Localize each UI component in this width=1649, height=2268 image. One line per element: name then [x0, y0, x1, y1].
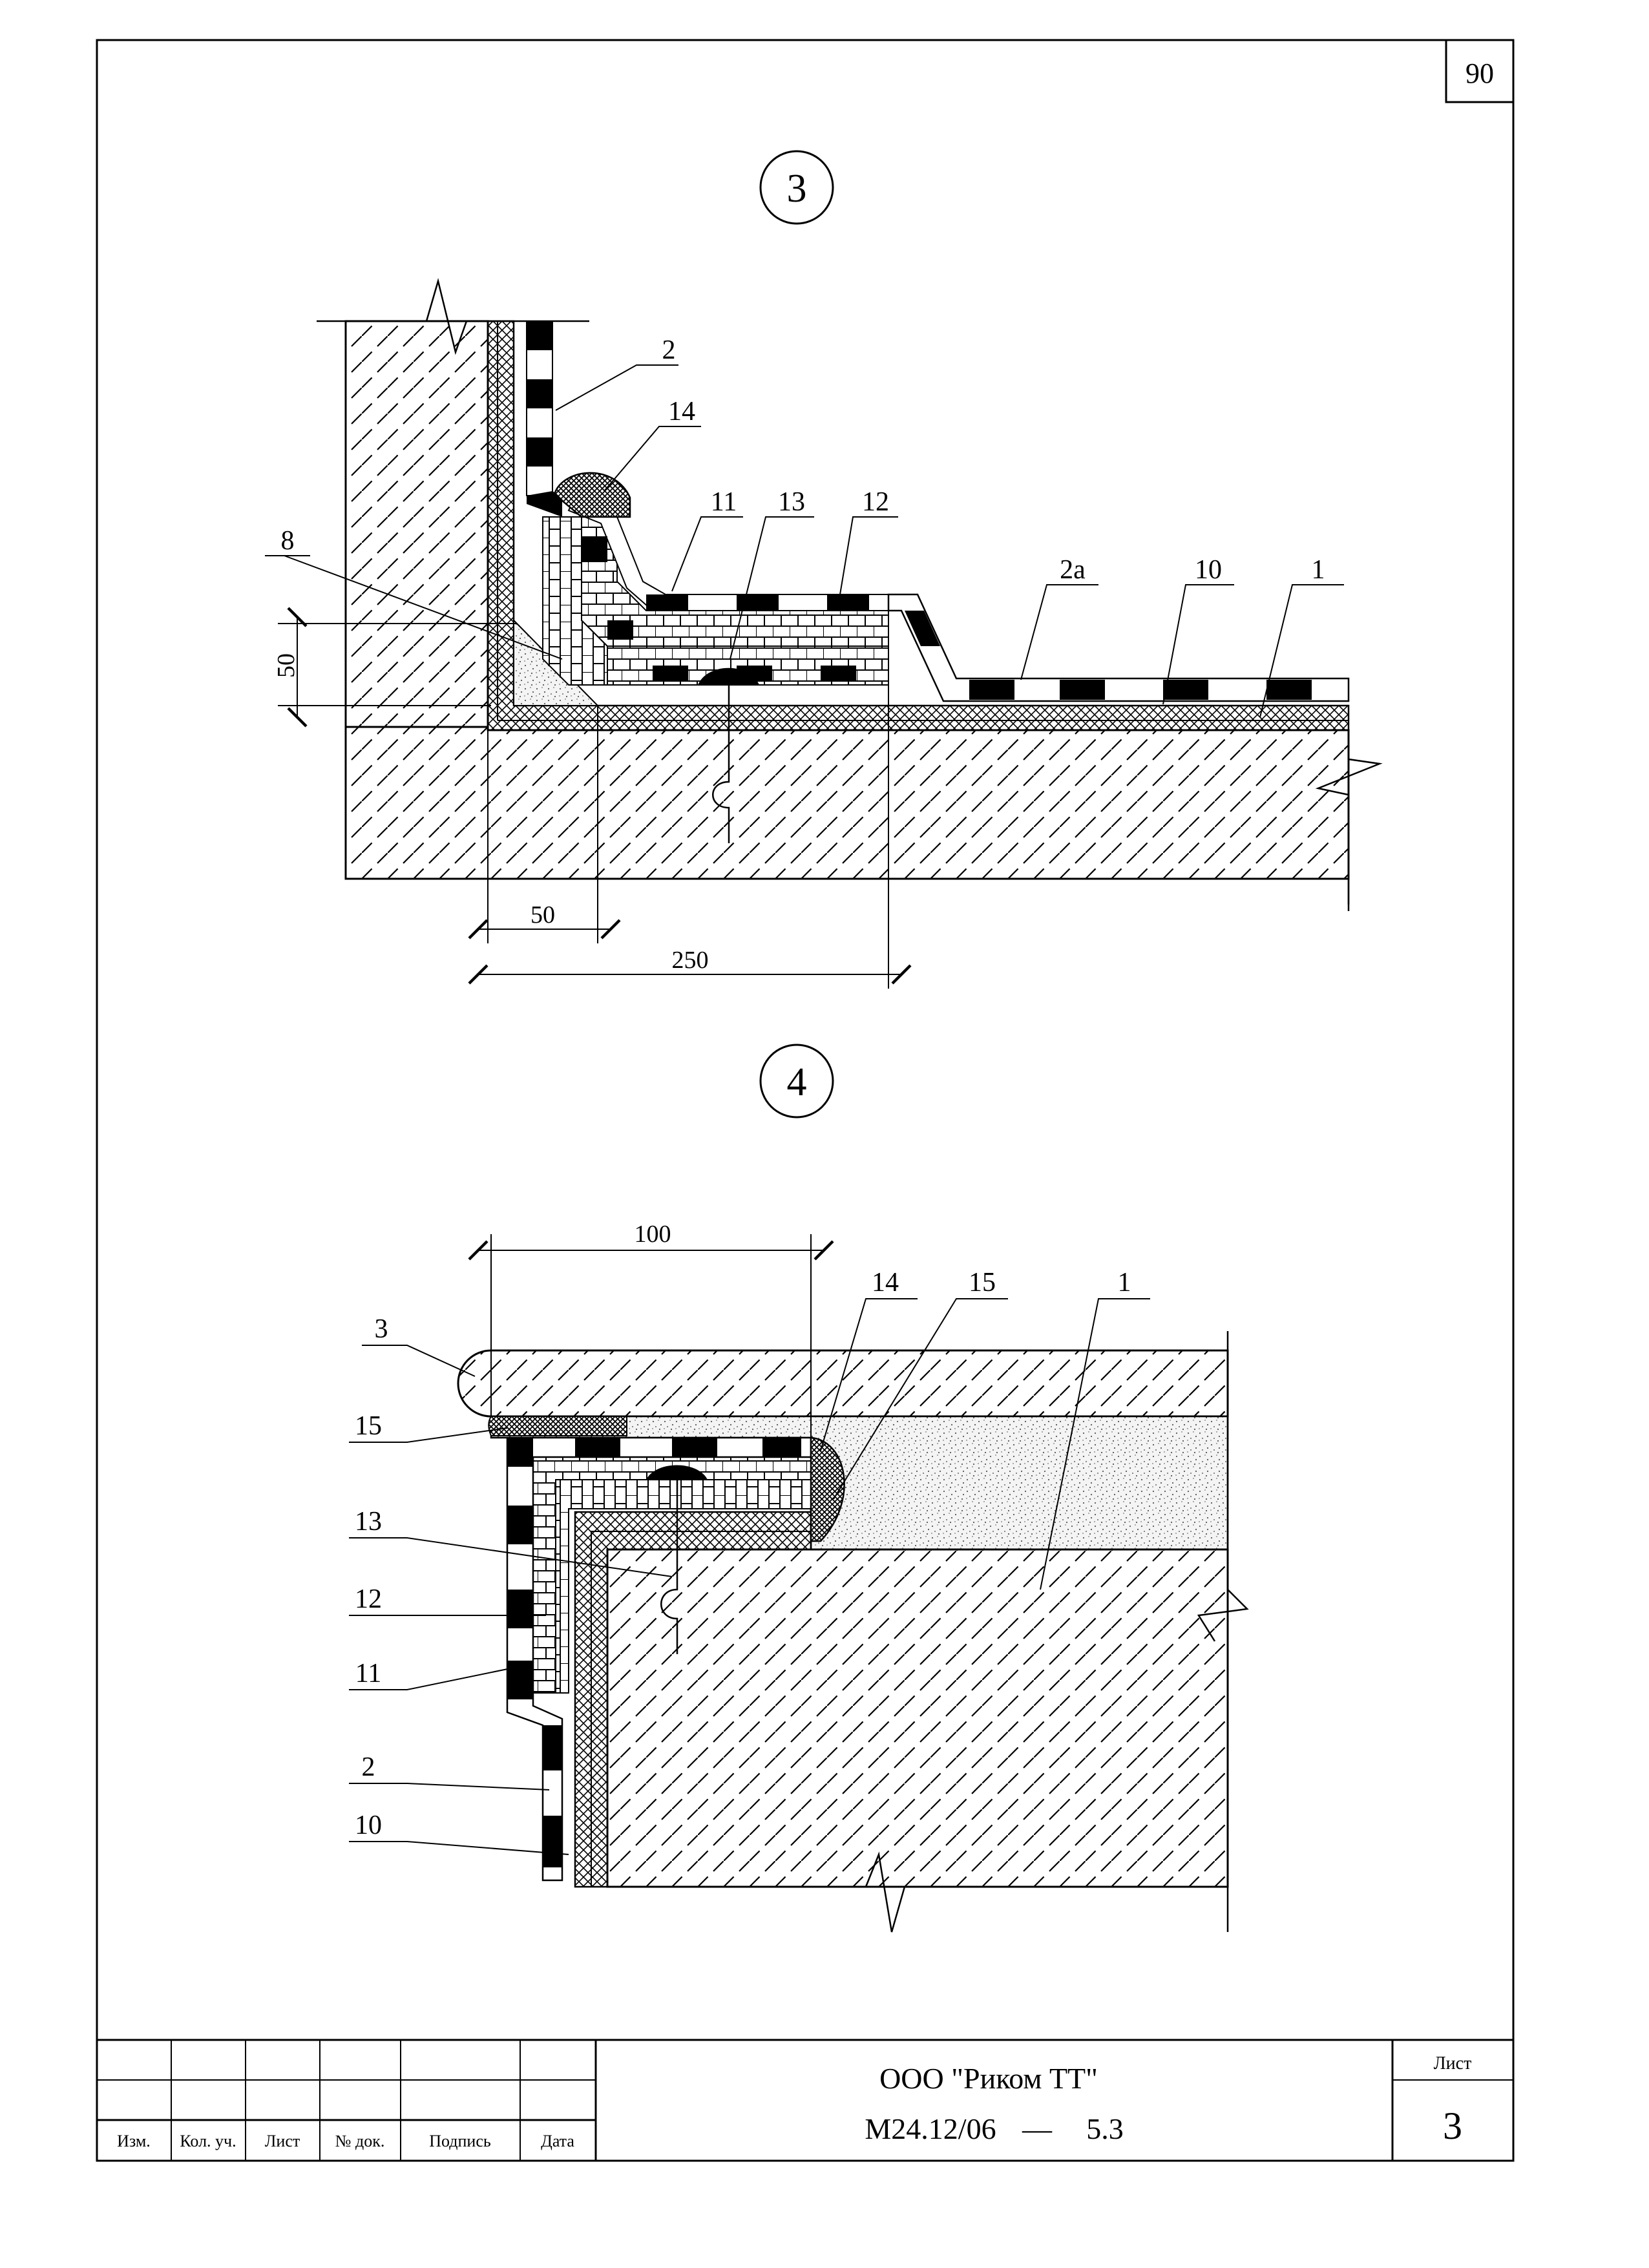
dimension-horizontal-250: 250 — [672, 947, 709, 974]
callout-10: 10 — [1195, 555, 1222, 585]
col-signature: Подпись — [429, 2132, 491, 2150]
callout-2: 2 — [662, 335, 676, 365]
callout-14: 14 — [668, 397, 695, 426]
callout-8: 8 — [281, 526, 295, 556]
coping-slab-3 — [457, 1349, 1229, 1418]
dimension-100: 100 — [635, 1221, 671, 1248]
membrane-2-bend — [527, 491, 562, 517]
callout-15-left: 15 — [355, 1411, 382, 1441]
callout-2-4: 2 — [362, 1752, 375, 1782]
document-code: М24.12/06 — [865, 2112, 996, 2145]
drawing-frame — [96, 39, 1515, 2162]
page-number-box: 90 — [1445, 39, 1515, 103]
concrete-wall — [344, 320, 489, 728]
detail-3-marker — [759, 150, 834, 225]
col-izm: Изм. — [117, 2132, 151, 2150]
callout-12-4: 12 — [355, 1584, 382, 1614]
dimension-vertical-50: 50 — [273, 653, 300, 678]
col-doc-no: № док. — [335, 2132, 385, 2150]
callout-1-4: 1 — [1118, 1268, 1131, 1297]
callout-13: 13 — [778, 487, 805, 517]
membrane-2-vertical — [526, 320, 553, 496]
detail-3-marker-label: 3 — [787, 167, 807, 211]
callout-12: 12 — [862, 487, 889, 517]
fastener-plate — [698, 667, 759, 685]
fastener-rod-4 — [660, 1480, 678, 1654]
wall-bottom-break — [865, 1851, 906, 1933]
callout-13-4: 13 — [355, 1507, 382, 1537]
fastener-rod — [712, 685, 730, 843]
detail-4-marker-label: 4 — [787, 1060, 807, 1104]
sheet-label: Лист — [1434, 2053, 1472, 2074]
detail-4-marker — [759, 1044, 834, 1118]
membrane-2a-segments — [905, 611, 1312, 700]
wall-right-break — [1197, 1589, 1249, 1642]
membrane-2-4-segments — [507, 1438, 801, 1867]
dimension-horizontal-50: 50 — [530, 901, 555, 929]
col-list: Лист — [265, 2132, 300, 2150]
callout-14-4: 14 — [872, 1268, 899, 1297]
detail-3-leaders — [265, 364, 1344, 718]
document-dash: — — [1022, 2112, 1053, 2145]
title-block — [97, 2039, 1513, 2161]
sheet-number: 3 — [1443, 2105, 1462, 2147]
sealant-15-left — [488, 1416, 627, 1436]
callout-10-4: 10 — [355, 1811, 382, 1840]
col-date: Дата — [541, 2132, 574, 2150]
detail-4-dimension — [468, 1234, 834, 1438]
page-number: 90 — [1465, 58, 1494, 89]
callout-3: 3 — [375, 1314, 388, 1344]
sealant-14 — [553, 472, 631, 518]
callout-1: 1 — [1312, 555, 1325, 585]
fastener-plate-4 — [646, 1465, 708, 1480]
slab-break-line — [1315, 737, 1383, 905]
organization-name: ООО "Риком ТТ" — [879, 2062, 1098, 2095]
callout-11-4: 11 — [355, 1659, 381, 1688]
concrete-slab — [344, 726, 1350, 880]
callout-2a: 2а — [1060, 555, 1086, 585]
screed-inner-4 — [591, 1531, 811, 1887]
parapet-wall-1 — [606, 1548, 1229, 1888]
document-section: 5.3 — [1086, 2112, 1124, 2145]
detail-4-leaders — [349, 1298, 1150, 1855]
callout-11: 11 — [711, 487, 737, 517]
detail-3-dimensions — [278, 607, 912, 989]
callout-15-right: 15 — [969, 1268, 996, 1297]
detail-3: 3 — [265, 150, 1383, 989]
detail-4: 4 — [349, 1044, 1249, 1933]
col-kol-uch: Кол. уч. — [180, 2132, 236, 2150]
